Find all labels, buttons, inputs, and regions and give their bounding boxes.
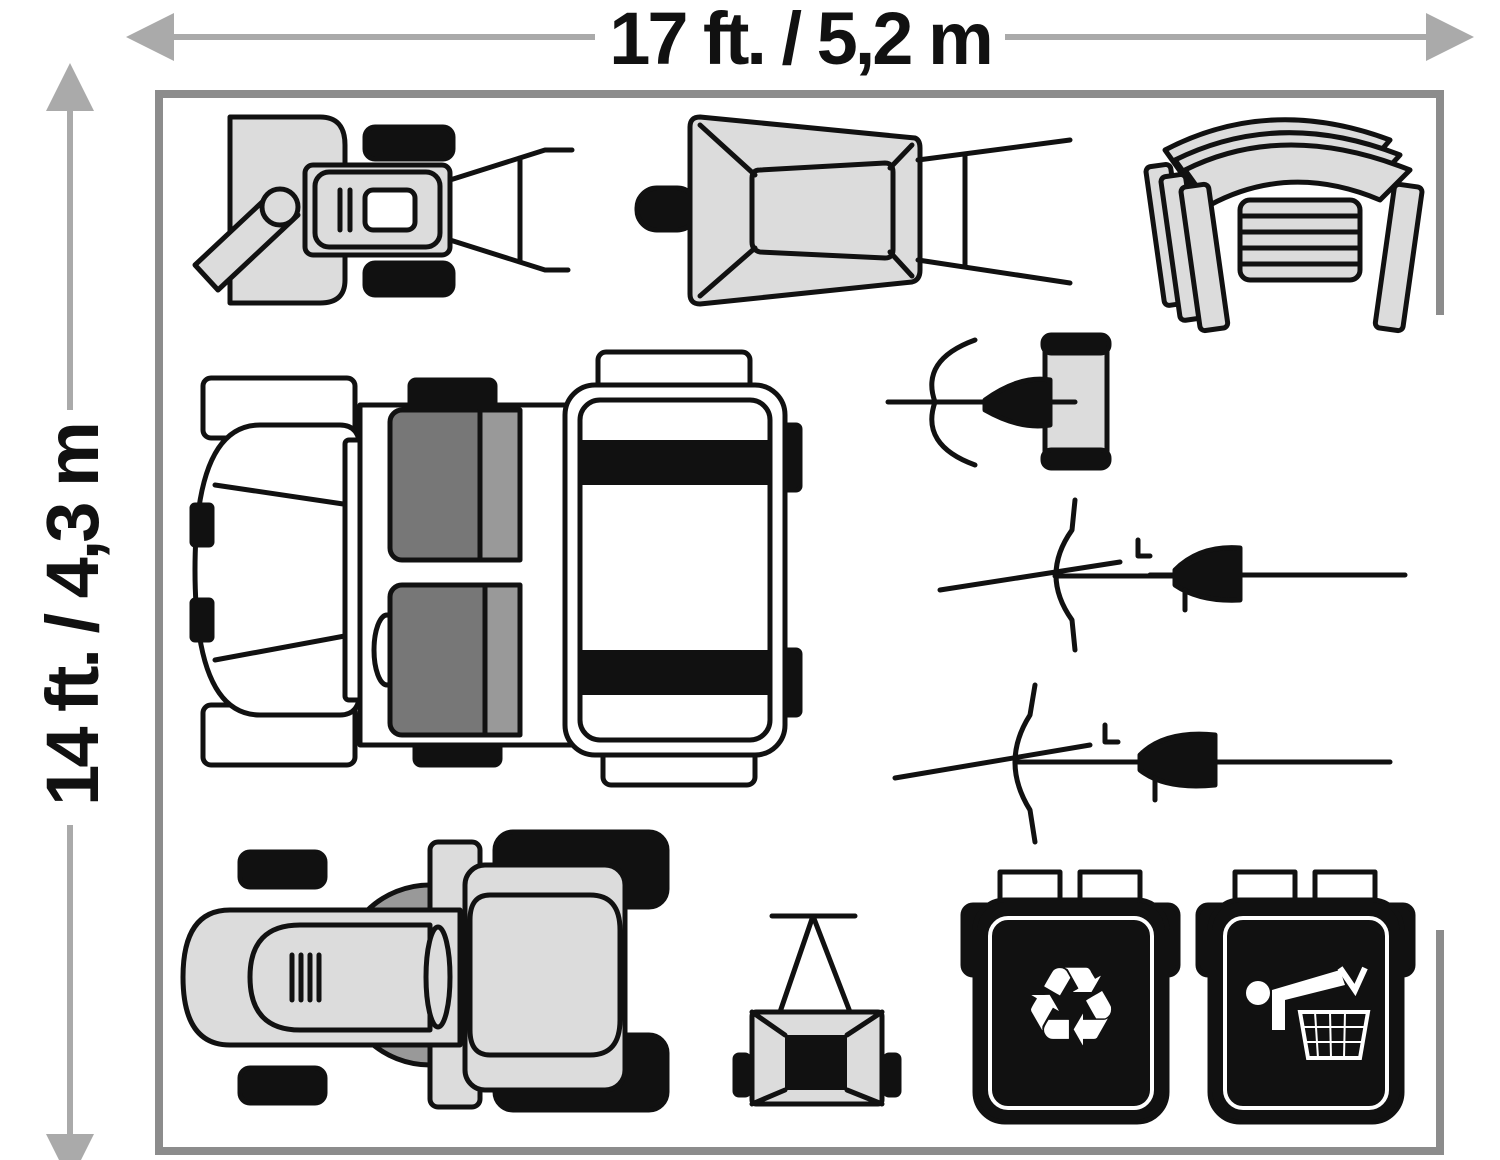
tricycle (885, 332, 1112, 471)
litter-icon (1246, 966, 1371, 1060)
height-label: 14 ft. / 4,3 m (31, 424, 114, 806)
riding-mower (180, 829, 670, 1113)
width-label: 17 ft. / 5,2 m (609, 0, 991, 80)
wheelbarrow (634, 114, 1073, 307)
snow-blower (192, 114, 575, 306)
bicycle (892, 682, 1393, 845)
recycle-icon: ♻ (1022, 943, 1121, 1071)
height-dimension: 14 ft. / 4,3 m (31, 62, 114, 1160)
trash-bin (1195, 869, 1416, 1125)
bicycle (937, 497, 1408, 653)
utility-vehicle (189, 349, 803, 788)
garage-walls (155, 90, 1444, 1155)
spreader (732, 913, 902, 1107)
stacked-chairs (1143, 117, 1425, 334)
width-dimension: 17 ft. / 5,2 m (126, 0, 1474, 80)
recycling-bin: ♻ (960, 869, 1181, 1125)
